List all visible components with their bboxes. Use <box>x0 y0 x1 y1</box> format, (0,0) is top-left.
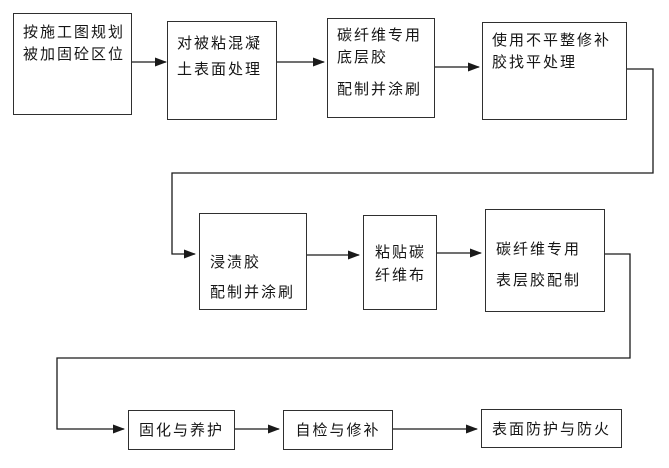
flow-arrow-4-5 <box>171 68 654 259</box>
flow-arrow-7-8 <box>56 253 631 434</box>
flow-step-leveling-repair: 使用不平整修补 胶找平处理 <box>482 22 627 120</box>
flow-step-label: 碳纤维专用 <box>496 240 582 258</box>
flow-step-curing: 固化与养护 <box>128 410 235 450</box>
flow-step-label: 表面防护与防火 <box>491 419 611 438</box>
flow-step-label: 纤维布 <box>375 266 427 284</box>
flow-step-label: 使用不平整修补 <box>492 31 612 49</box>
flow-step-paste-carbon-fiber: 粘贴碳 纤维布 <box>363 215 437 310</box>
flow-step-label: 配制并涂刷 <box>337 80 423 98</box>
flow-step-label: 底层胶 <box>337 48 389 66</box>
flow-step-label: 对被粘混凝 <box>177 34 263 52</box>
flow-step-self-inspection: 自检与修补 <box>283 410 393 450</box>
flow-step-plan-area: 按施工图规划 被加固砼区位 <box>13 13 132 115</box>
flow-step-label: 胶找平处理 <box>492 53 578 71</box>
flow-step-label: 表层胶配制 <box>496 271 582 289</box>
flow-step-surface-protection: 表面防护与防火 <box>481 409 622 448</box>
flow-step-primer-adhesive: 碳纤维专用 底层胶 配制并涂刷 <box>327 18 435 118</box>
flow-step-surface-treatment: 对被粘混凝 土表面处理 <box>167 21 277 120</box>
flow-step-label: 配制并涂刷 <box>210 283 296 301</box>
flow-step-label: 按施工图规划 <box>23 23 126 41</box>
flow-step-label: 浸渍胶 <box>210 253 262 271</box>
flow-step-label: 自检与修补 <box>295 421 381 439</box>
flow-step-label: 固化与养护 <box>138 421 224 439</box>
flow-step-impregnating-adhesive: 浸渍胶 配制并涂刷 <box>199 213 307 310</box>
flow-step-label: 粘贴碳 <box>375 243 427 261</box>
flow-step-label: 被加固砼区位 <box>23 45 126 63</box>
flow-step-label: 碳纤维专用 <box>337 26 423 44</box>
flow-step-label: 土表面处理 <box>177 60 263 78</box>
flow-step-top-coat-adhesive: 碳纤维专用 表层胶配制 <box>485 209 605 312</box>
